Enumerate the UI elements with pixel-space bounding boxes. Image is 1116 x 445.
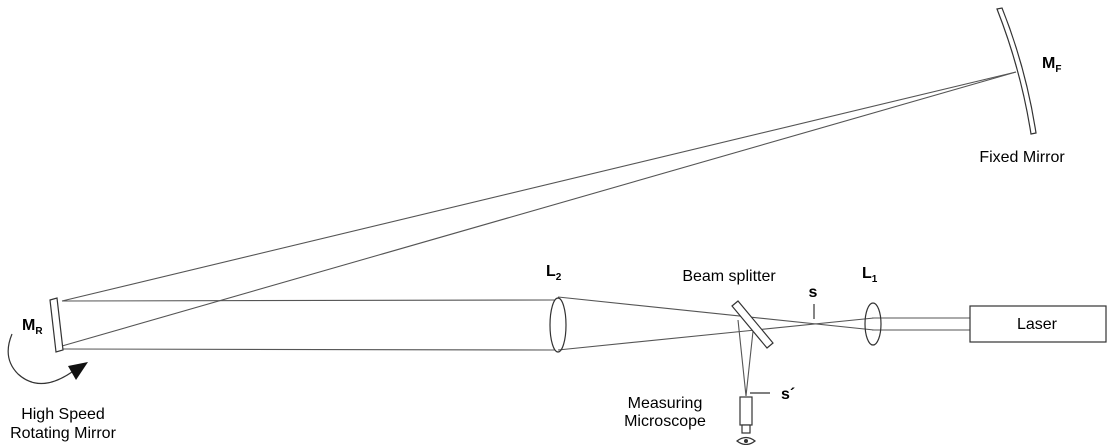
measuring-microscope: s´ Measuring Microscope: [624, 386, 795, 445]
beam-cross-b: [557, 317, 875, 351]
lens-2-shape: [549, 297, 567, 353]
rotating-mirror-caption-line2: Rotating Mirror: [10, 425, 116, 442]
eye-pupil-icon: [744, 439, 748, 443]
eye-icon: [736, 436, 756, 445]
microscope-eyepiece: [741, 424, 751, 434]
rotating-mirror-symbol: MR: [22, 317, 43, 337]
lens-2-symbol: L2: [546, 263, 562, 283]
microscope-caption-line2: Microscope: [624, 413, 706, 430]
beam-to-microscope-b: [745, 321, 755, 397]
beam-cross-a: [557, 296, 875, 331]
beam-splitter: Beam splitter: [682, 268, 776, 349]
image-point-label: s´: [781, 386, 795, 403]
rotation-arrow-head: [68, 362, 88, 380]
fixed-mirror: MF Fixed Mirror: [979, 7, 1065, 166]
microscope-tube: [739, 396, 753, 426]
fixed-mirror-shape: [996, 7, 1037, 135]
rotation-arrow: [7, 333, 73, 385]
lens-1: L1: [862, 265, 882, 346]
beam-collimated-lower: [61, 348, 556, 351]
lens-1-shape: [864, 302, 882, 346]
rotating-mirror: MR High Speed Rotating Mirror: [7, 297, 117, 442]
laser: Laser: [969, 305, 1107, 343]
fixed-mirror-caption: Fixed Mirror: [979, 149, 1065, 166]
laser-box: [969, 305, 1107, 343]
beam-splitter-shape: [731, 300, 774, 349]
beam-long-upper: [61, 71, 1017, 302]
fixed-mirror-symbol: MF: [1042, 55, 1061, 75]
rotating-mirror-shape: [49, 297, 64, 353]
rotating-mirror-caption-line1: High Speed: [21, 406, 105, 423]
beam-collimated-upper: [61, 299, 556, 302]
microscope-caption-line1: Measuring: [628, 395, 703, 412]
beam-long-lower: [61, 71, 1017, 347]
source-point: s: [809, 284, 818, 319]
lens-2: L2: [546, 263, 567, 353]
source-point-label: s: [809, 284, 818, 301]
laser-caption: Laser: [1017, 316, 1058, 333]
beam-paths: [61, 71, 1017, 397]
beam-to-microscope-a: [737, 319, 747, 397]
lens-1-symbol: L1: [862, 265, 878, 285]
beam-splitter-caption: Beam splitter: [682, 268, 776, 285]
